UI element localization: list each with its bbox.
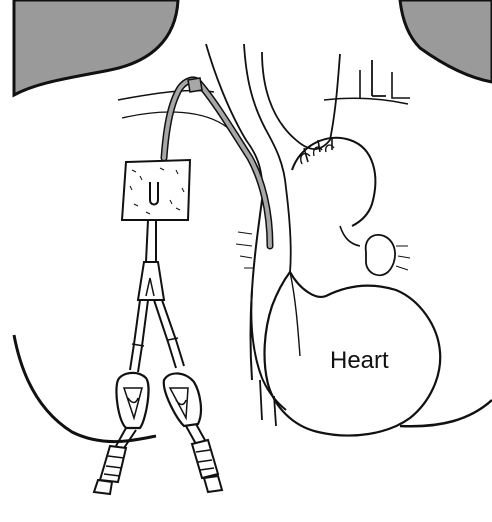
left-lumen-extension xyxy=(130,300,148,372)
left-luer-cap xyxy=(94,480,112,494)
catheter-single-lumen xyxy=(146,220,156,262)
left-shoulder xyxy=(14,0,178,95)
left-clamp xyxy=(116,373,148,428)
svc-hatching xyxy=(236,232,254,268)
heart-label: Heart xyxy=(330,347,389,374)
vessel-right-short xyxy=(372,60,386,96)
right-luer-cap xyxy=(204,476,222,492)
aorta-descending xyxy=(340,226,360,246)
vessel-right-long xyxy=(360,70,410,98)
right-shoulder xyxy=(400,0,492,82)
left-connector-tube xyxy=(116,428,136,448)
svc-inner xyxy=(286,188,291,272)
left-clavicle xyxy=(118,90,214,100)
left-luer-connector xyxy=(100,446,126,482)
pulmonary-vessel xyxy=(366,235,395,275)
internal-jugular-vein-inner xyxy=(244,44,286,188)
right-lumen-extension xyxy=(154,300,184,368)
internal-jugular-vein xyxy=(206,44,262,200)
right-clamp xyxy=(164,373,201,426)
dressing-pad xyxy=(122,160,190,220)
catheter-entry-cuff xyxy=(188,78,202,92)
pulmonary-hatching xyxy=(396,246,410,270)
carotid-left xyxy=(262,52,340,149)
superior-vena-cava xyxy=(251,200,263,380)
right-luer-connector xyxy=(192,440,218,478)
rib-line xyxy=(122,112,228,128)
